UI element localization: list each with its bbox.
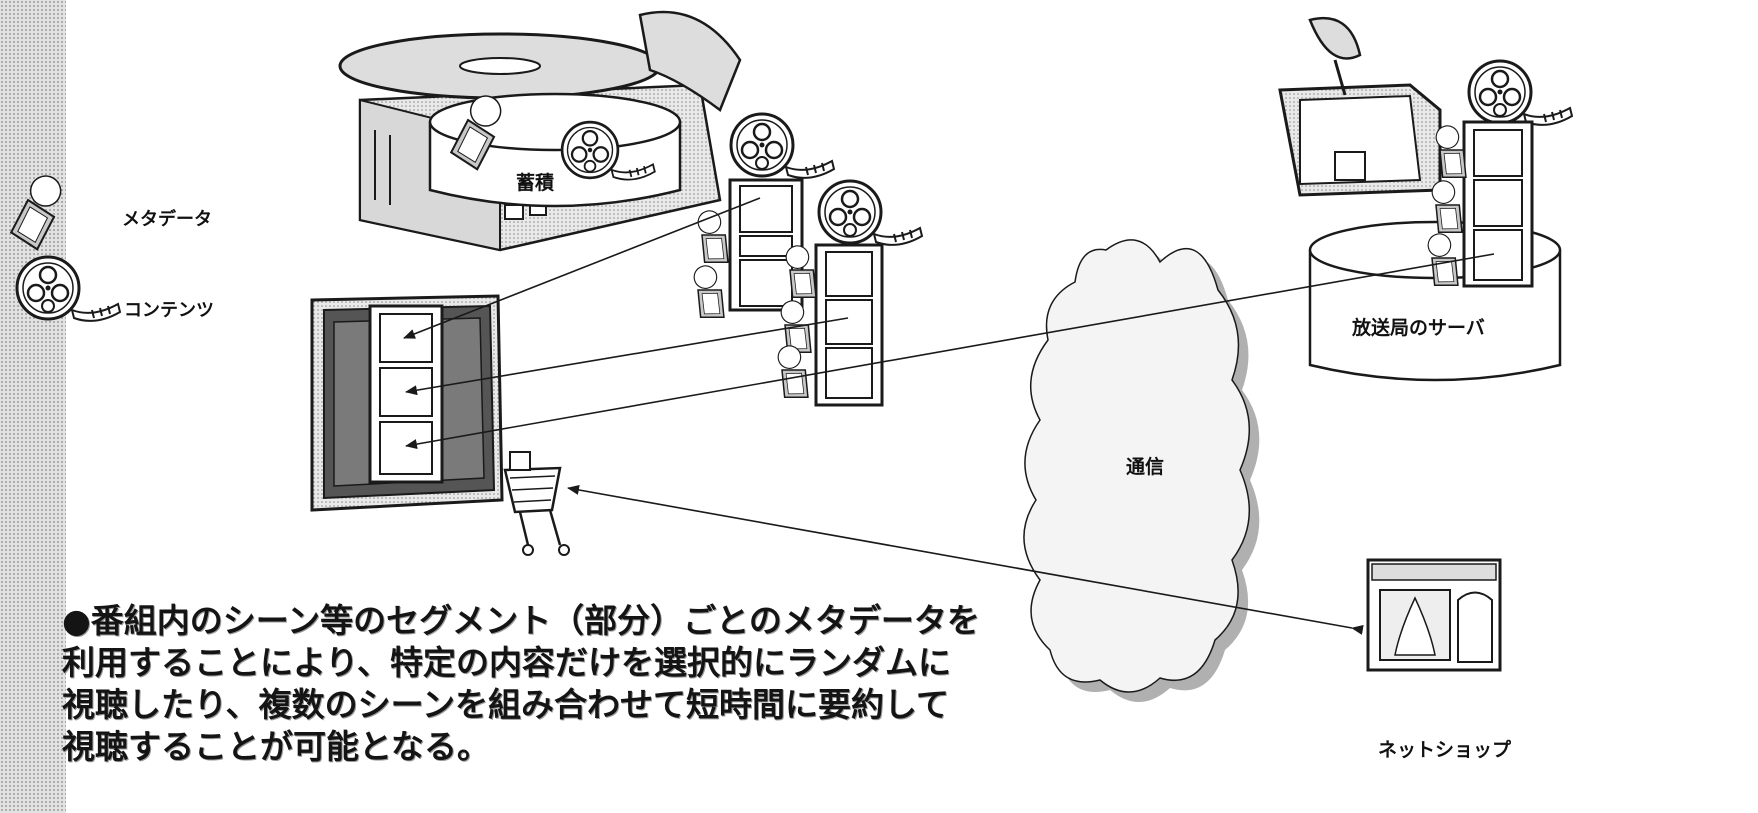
net-shop-icon	[1366, 558, 1502, 672]
arrow-shop-to-cart	[567, 485, 1364, 635]
legend-metadata-label: メタデータ	[122, 209, 212, 230]
arrow-server-to-tv	[405, 253, 1495, 450]
broadcast-station-icon	[1278, 17, 1442, 197]
legend-metadata-icon	[7, 169, 67, 253]
film-strip-2	[771, 179, 924, 407]
server-film-strip	[1421, 59, 1574, 292]
connection-lines	[403, 197, 1495, 635]
caption-text: ●番組内のシーン等のセグメント（部分）ごとのメタデータを 利用することにより、特…	[62, 600, 1072, 768]
communication-label: 通信	[1126, 456, 1165, 478]
arrow-strip-to-tv	[405, 317, 849, 396]
shopping-cart-icon	[503, 451, 570, 556]
legend-content-icon	[15, 255, 122, 323]
storage-label: 蓄積	[516, 172, 555, 194]
television-icon	[310, 294, 504, 512]
broadcast-server-label: 放送局のサーバ	[1352, 317, 1485, 339]
caption-line-1: ●番組内のシーン等のセグメント（部分）ごとのメタデータを	[62, 601, 980, 640]
net-shop-label: ネットショップ	[1378, 739, 1512, 761]
caption-line-3: 視聴したり、複数のシーンを組み合わせて短時間に要約して	[62, 685, 950, 724]
legend-content-label: コンテンツ	[124, 300, 214, 321]
caption-line-4: 視聴することが可能となる。	[62, 727, 491, 766]
arrow-storage-to-tv	[403, 197, 761, 339]
film-strip-1	[687, 112, 836, 324]
caption-line-2: 利用することにより、特定の内容だけを選択的にランダムに	[62, 643, 952, 682]
left-texture-strip	[0, 0, 66, 813]
